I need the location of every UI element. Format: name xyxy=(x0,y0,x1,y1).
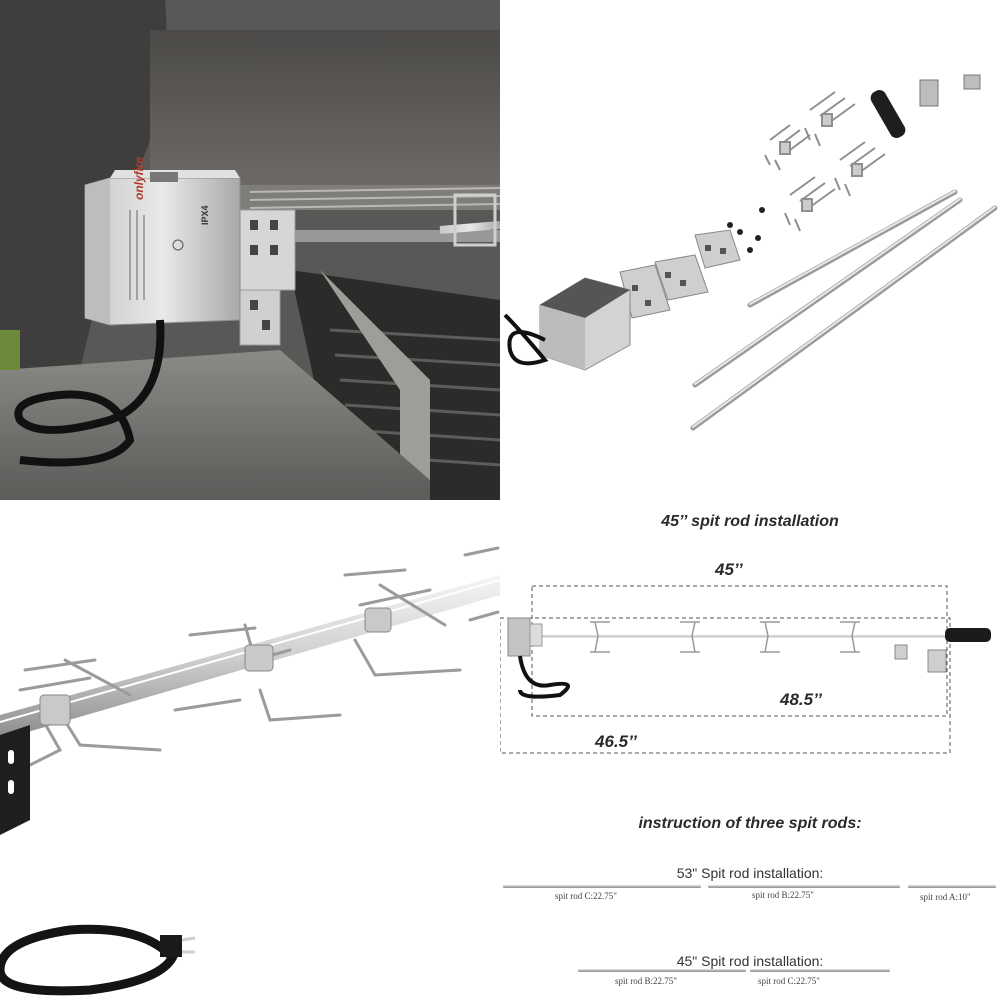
motor-box xyxy=(539,277,631,371)
rod-install-diagram xyxy=(500,585,991,754)
fork-group xyxy=(18,546,500,772)
rod-label: spit rod B:22.75" xyxy=(752,890,814,900)
installation-diagram: 45’’ spit rod installation 45’’ 48.5’’ 4… xyxy=(500,500,1000,1000)
rod-label: spit rod C:22.75" xyxy=(758,976,820,986)
dim-46-5: 46.5’’ xyxy=(595,732,637,751)
rod-bar xyxy=(503,885,701,888)
ipx-rating: IPX4 xyxy=(200,205,210,225)
dim-45: 45’’ xyxy=(715,560,743,579)
instructions-title: instruction of three spit rods: xyxy=(638,815,862,832)
rod-bar xyxy=(708,885,900,888)
install-45-title: 45" Spit rod installation: xyxy=(676,953,824,969)
brand-label: onlyfire xyxy=(132,156,146,200)
forks xyxy=(764,91,886,232)
photo-motor-on-grill: onlyfire IPX4 xyxy=(0,0,500,500)
handle xyxy=(870,90,906,138)
parts-kit-drawing xyxy=(503,74,998,431)
grill-scene xyxy=(0,0,500,500)
rod-bar xyxy=(578,969,746,972)
dim-48-5: 48.5’’ xyxy=(780,690,822,709)
rod-bar xyxy=(908,885,996,888)
rod-bar xyxy=(750,969,890,972)
install-53-title: 53" Spit rod installation: xyxy=(676,865,824,881)
parts-kit xyxy=(500,0,1000,500)
rod-label: spit rod A:10" xyxy=(920,892,971,902)
rod-label: spit rod B:22.75" xyxy=(615,976,677,986)
diagram-title: 45’’ spit rod installation xyxy=(661,513,839,530)
rod-label: spit rod C:22.75" xyxy=(555,891,617,901)
spit-rod-closeup xyxy=(0,500,500,1000)
spit-rod-drawing xyxy=(0,546,500,996)
